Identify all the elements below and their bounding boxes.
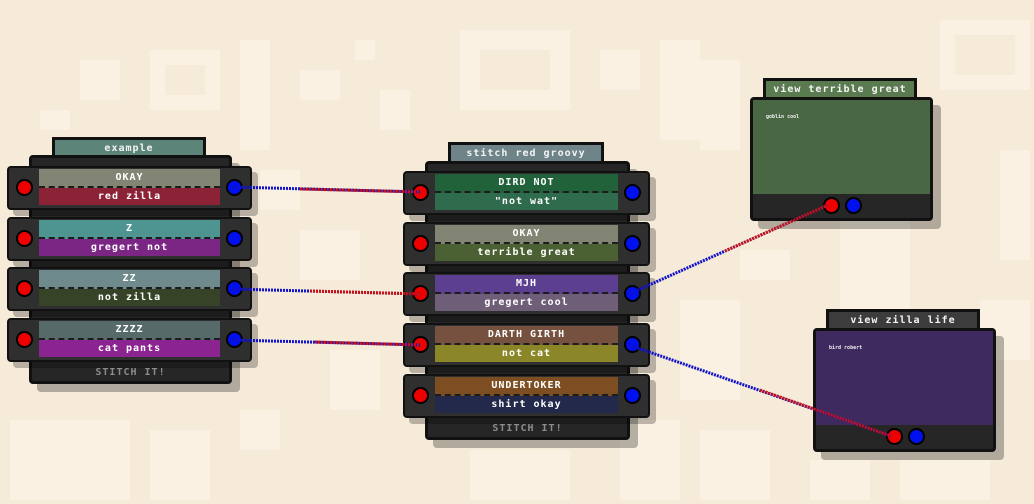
input-port[interactable] <box>16 331 33 348</box>
input-port[interactable] <box>412 336 429 353</box>
stitch-it-button[interactable]: STITCH IT! <box>95 367 166 378</box>
row-label: DARTH GIRTH <box>435 326 618 345</box>
row-label: DIRD NOT <box>435 174 618 193</box>
input-port[interactable] <box>412 235 429 252</box>
output-row[interactable]: Z gregert not <box>7 217 252 261</box>
output-row[interactable]: ZZ not zilla <box>7 267 252 311</box>
output-port[interactable] <box>624 184 641 201</box>
viewer-title[interactable]: view terrible great <box>763 78 917 98</box>
row-label: UNDERTOKER <box>435 377 618 396</box>
output-row[interactable]: MJH gregert cool <box>403 272 650 316</box>
output-row[interactable]: OKAY terrible great <box>403 222 650 266</box>
input-port[interactable] <box>16 179 33 196</box>
viewer-title[interactable]: view zilla life <box>826 309 980 329</box>
output-port[interactable] <box>908 428 925 445</box>
row-value: shirt okay <box>435 396 618 413</box>
row-label: ZZ <box>39 270 220 289</box>
stitch-it-button[interactable]: STITCH IT! <box>492 423 563 434</box>
viewer-screen: bird robert <box>816 331 993 425</box>
input-port[interactable] <box>412 184 429 201</box>
row-value: not zilla <box>39 289 220 306</box>
node-title[interactable]: example <box>52 137 206 157</box>
viewer-text: goblin cool <box>766 114 800 120</box>
row-value: terrible great <box>435 244 618 261</box>
output-port[interactable] <box>226 280 243 297</box>
row-value: "not wat" <box>435 193 618 210</box>
row-label: OKAY <box>39 169 220 188</box>
row-value: gregert cool <box>435 294 618 311</box>
viewer-body: bird robert <box>813 328 996 452</box>
viewer-body: goblin cool <box>750 97 933 221</box>
input-port[interactable] <box>823 197 840 214</box>
output-port[interactable] <box>624 336 641 353</box>
output-row[interactable]: UNDERTOKER shirt okay <box>403 374 650 418</box>
row-value: gregert not <box>39 239 220 256</box>
output-port[interactable] <box>226 179 243 196</box>
viewer-screen: goblin cool <box>753 100 930 194</box>
output-row[interactable]: DIRD NOT "not wat" <box>403 171 650 215</box>
output-port[interactable] <box>845 197 862 214</box>
row-value: cat pants <box>39 340 220 357</box>
row-label: MJH <box>435 275 618 294</box>
node-title[interactable]: stitch red groovy <box>448 142 604 162</box>
output-row[interactable]: OKAY red zilla <box>7 166 252 210</box>
row-label: ZZZZ <box>39 321 220 340</box>
input-port[interactable] <box>886 428 903 445</box>
output-port[interactable] <box>624 387 641 404</box>
output-port[interactable] <box>226 230 243 247</box>
input-port[interactable] <box>412 387 429 404</box>
output-port[interactable] <box>226 331 243 348</box>
row-label: OKAY <box>435 225 618 244</box>
output-port[interactable] <box>624 235 641 252</box>
output-port[interactable] <box>624 285 641 302</box>
row-value: not cat <box>435 345 618 362</box>
row-label: Z <box>39 220 220 239</box>
input-port[interactable] <box>412 285 429 302</box>
row-value: red zilla <box>39 188 220 205</box>
input-port[interactable] <box>16 230 33 247</box>
input-port[interactable] <box>16 280 33 297</box>
output-row[interactable]: ZZZZ cat pants <box>7 318 252 362</box>
viewer-text: bird robert <box>829 345 863 351</box>
output-row[interactable]: DARTH GIRTH not cat <box>403 323 650 367</box>
